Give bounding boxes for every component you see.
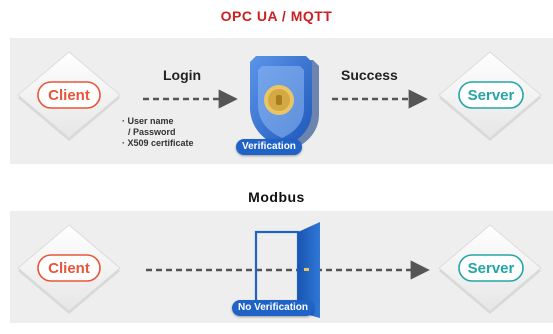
modbus-section-title: Modbus (248, 189, 305, 205)
modbus-client-label: Client (48, 260, 90, 277)
credential-password: / Password (128, 127, 176, 137)
shield-lock-icon (250, 56, 319, 152)
credential-username: · User name (122, 116, 174, 126)
verification-badge: Verification (236, 139, 302, 155)
modbus-server-node: Server (438, 224, 542, 314)
modbus-client-node: Client (17, 224, 121, 314)
credentials-notes: · User name / Password · X509 certificat… (122, 116, 194, 149)
modbus-server-label: Server (468, 260, 515, 277)
opc-server-node: Server (438, 51, 542, 141)
opc-client-label: Client (48, 87, 90, 104)
login-label: Login (163, 67, 202, 83)
no-verification-badge: No Verification (232, 300, 315, 316)
opc-server-label: Server (468, 87, 515, 104)
opc-client-node: Client (17, 51, 121, 141)
opc-section-title: OPC UA / MQTT (220, 8, 333, 24)
success-label: Success (341, 67, 398, 83)
credential-x509: · X509 certificate (122, 138, 194, 148)
